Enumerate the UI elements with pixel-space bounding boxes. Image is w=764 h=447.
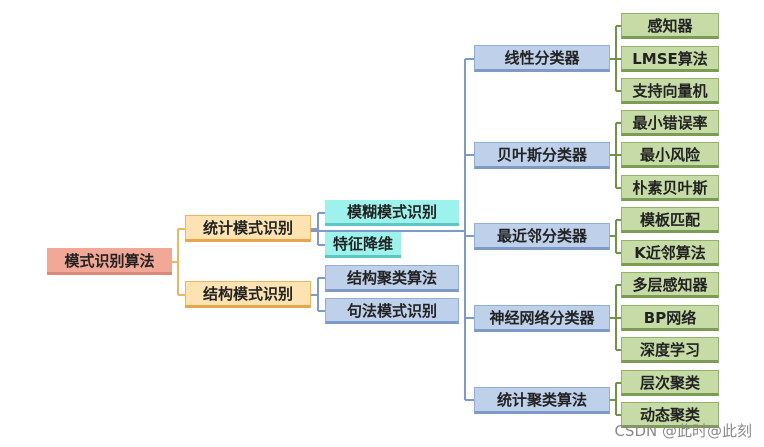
level1-connectors bbox=[311, 58, 474, 401]
classifier-node: 神经网络分类器 bbox=[474, 305, 610, 332]
statistical-pattern-recognition-node: 统计模式识别 bbox=[185, 215, 311, 242]
classifier-node: 贝叶斯分类器 bbox=[474, 142, 610, 169]
leaf-node: BP网络 bbox=[621, 305, 719, 331]
leaf-node: 多层感知器 bbox=[621, 272, 719, 298]
watermark: CSDN @此时@此刻 bbox=[614, 422, 752, 440]
leaf-node: 模板匹配 bbox=[621, 207, 719, 233]
structural-pattern-recognition-node: 结构模式识别 bbox=[185, 281, 311, 308]
leaf-node: 支持向量机 bbox=[621, 78, 719, 104]
classifier-node: 最近邻分类器 bbox=[474, 223, 610, 250]
leaf-node: 感知器 bbox=[621, 13, 719, 39]
leaf-node: K近邻算法 bbox=[621, 240, 719, 266]
root-node: 模式识别算法 bbox=[47, 248, 172, 275]
structural-clustering-node: 结构聚类算法 bbox=[325, 265, 459, 292]
leaf-node: LMSE算法 bbox=[621, 46, 719, 72]
leaf-connectors bbox=[610, 25, 621, 416]
feature-reduction-node: 特征降维 bbox=[325, 232, 401, 258]
classifier-node: 线性分类器 bbox=[474, 45, 610, 72]
leaf-node: 层次聚类 bbox=[621, 370, 719, 396]
leaf-node: 朴素贝叶斯 bbox=[621, 175, 719, 201]
syntactic-pattern-recognition-node: 句法模式识别 bbox=[325, 298, 459, 324]
leaf-node: 最小风险 bbox=[621, 142, 719, 168]
leaf-node: 动态聚类 bbox=[621, 402, 719, 428]
root-connectors bbox=[172, 228, 185, 296]
leaf-node: 深度学习 bbox=[621, 337, 719, 363]
fuzzy-pattern-recognition-node: 模糊模式识别 bbox=[325, 200, 459, 226]
leaf-node: 最小错误率 bbox=[621, 110, 719, 136]
classifier-node: 统计聚类算法 bbox=[474, 387, 610, 414]
